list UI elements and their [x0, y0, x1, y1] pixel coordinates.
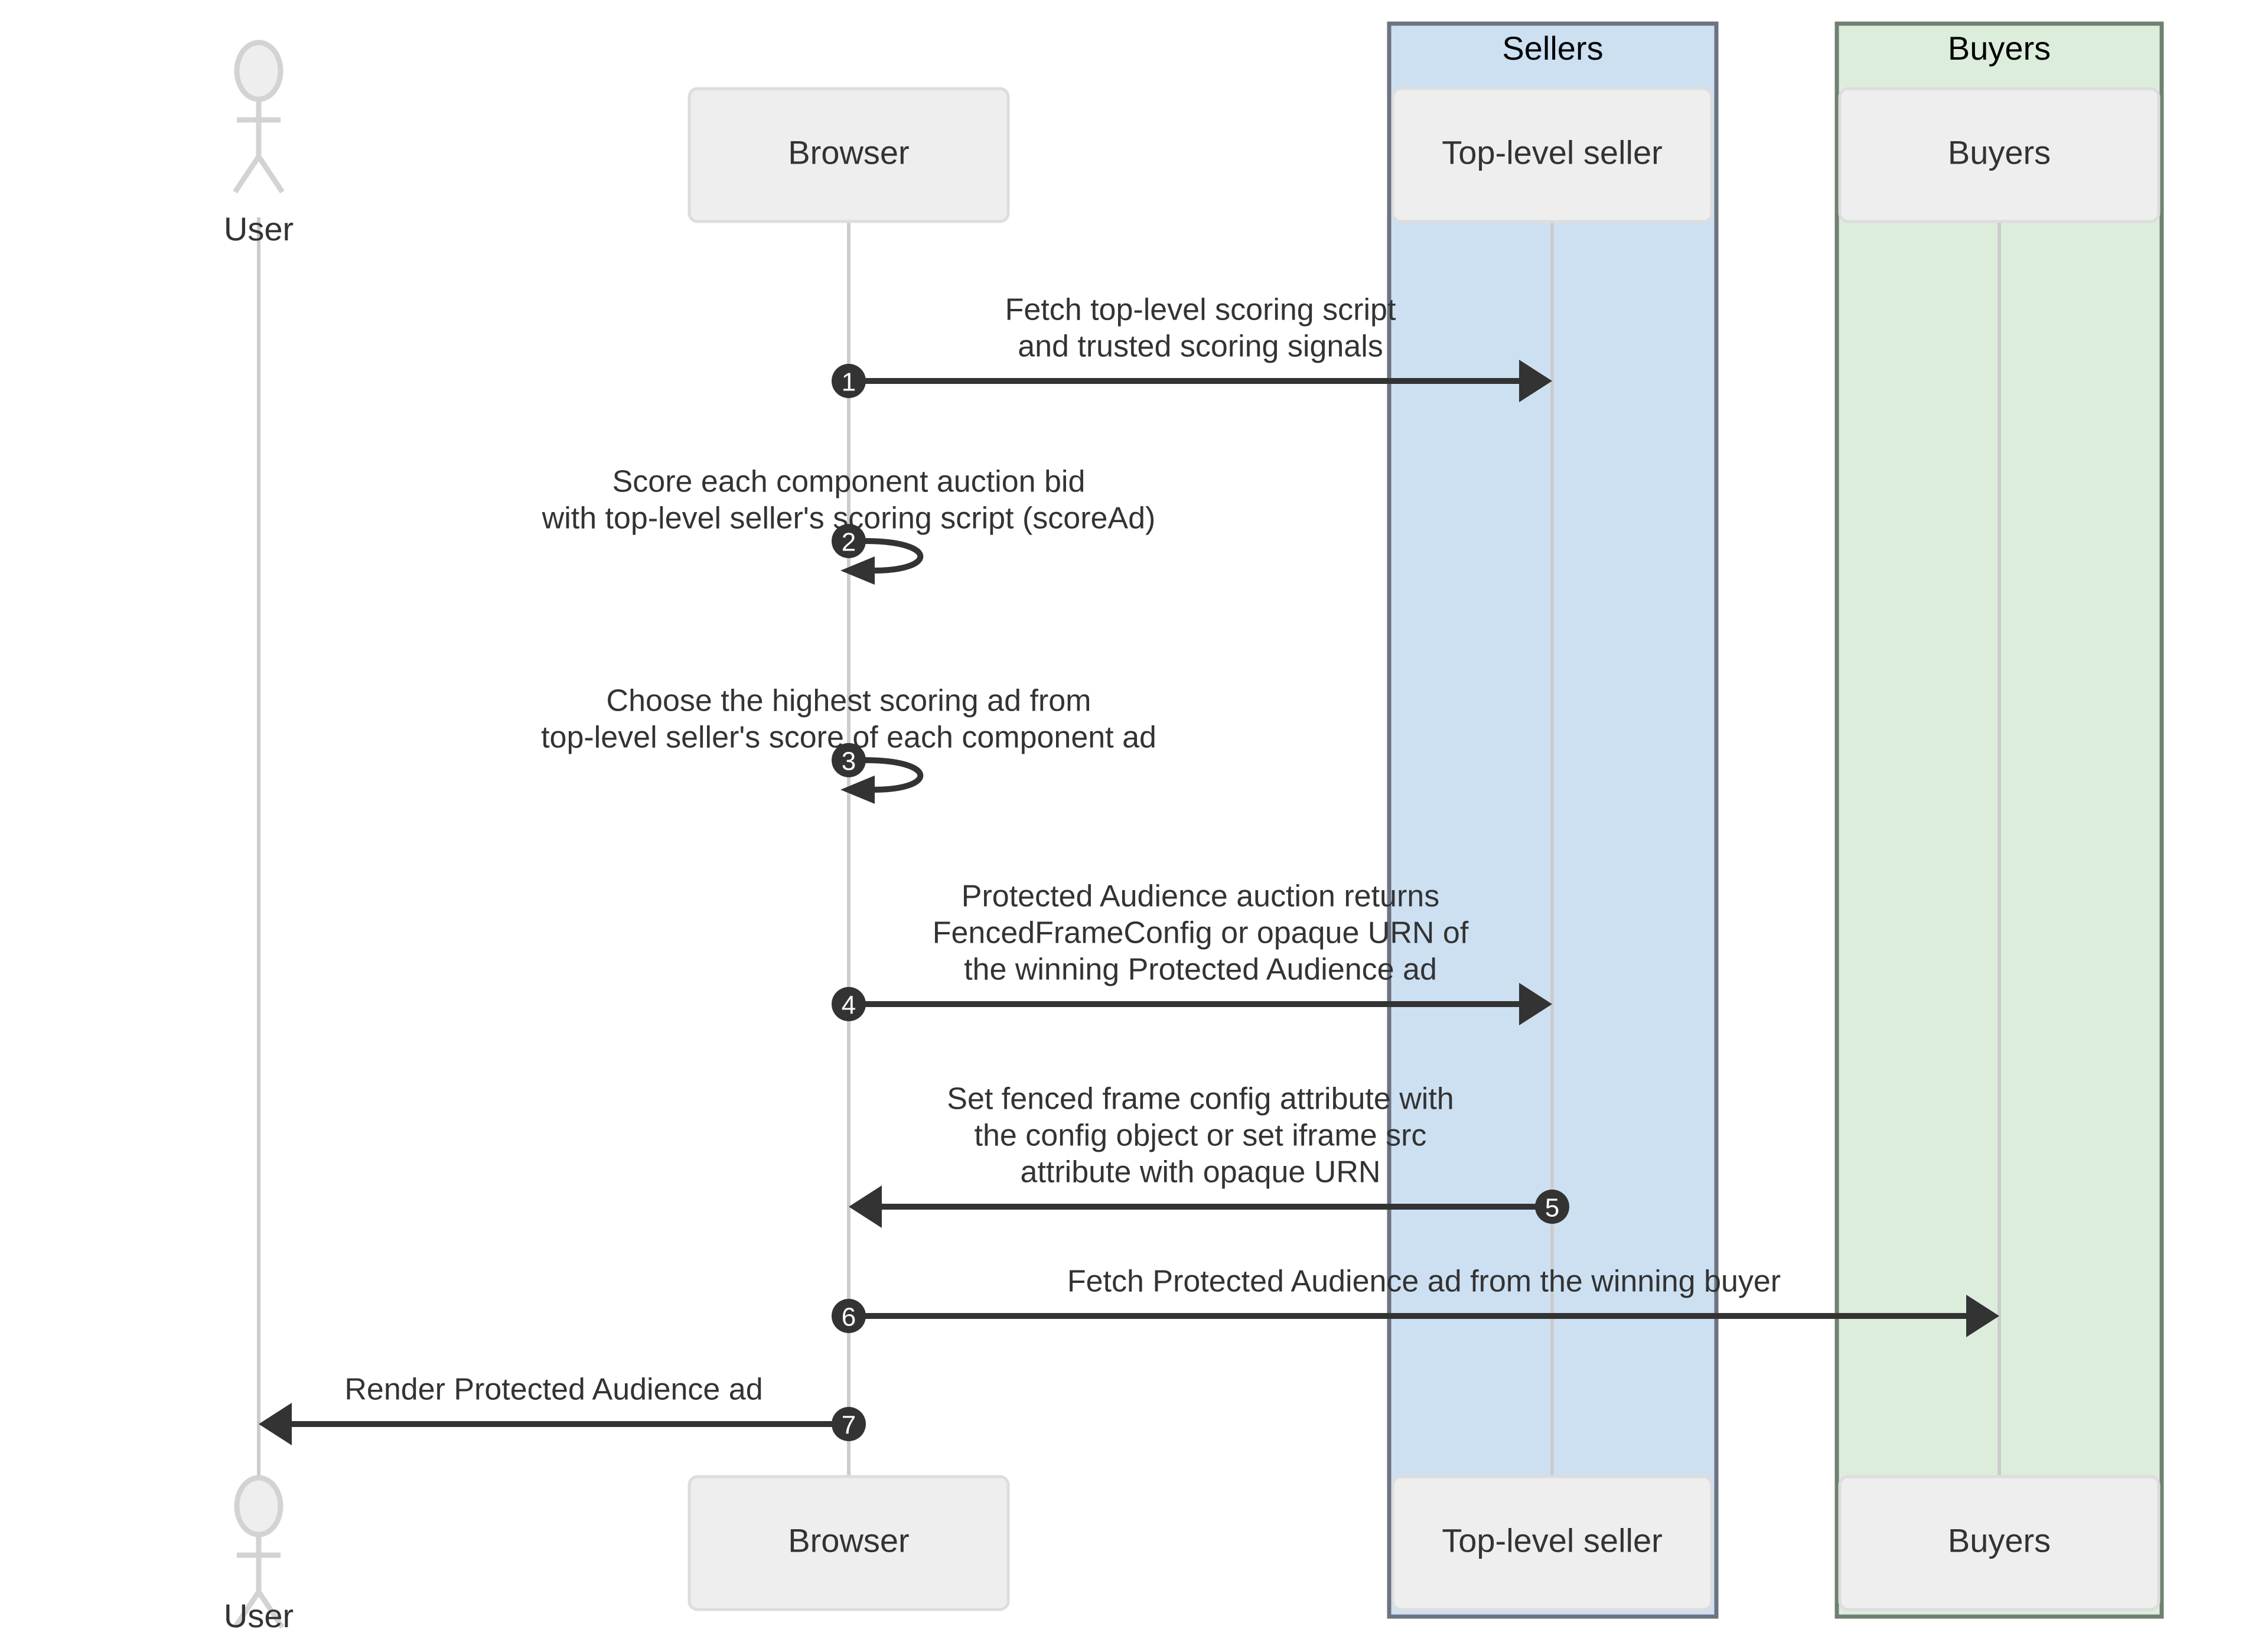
- sequence-badge-1: [832, 364, 866, 398]
- participant-browser-bottom[interactable]: Browser: [687, 1475, 1010, 1611]
- actor-body-icon: [233, 1535, 285, 1629]
- message-arrowhead-2: [840, 556, 875, 585]
- message-line-3: [865, 757, 924, 793]
- participant-box-browser[interactable]: [687, 1475, 1010, 1611]
- participant-label-seller: Top-level seller: [1442, 133, 1663, 171]
- participant-label-user: User: [224, 1597, 294, 1634]
- participant-seller-bottom[interactable]: Top-level seller: [1391, 1475, 1713, 1611]
- participant-label-browser: Browser: [788, 1522, 909, 1559]
- participant-box-buyers[interactable]: [1838, 1475, 2161, 1611]
- sequence-number-3: 3: [842, 747, 856, 776]
- message-label-7: Render Protected Audience ad: [344, 1373, 762, 1407]
- message-5: Set fenced frame config attribute withth…: [849, 1082, 1569, 1228]
- lifelines: [257, 217, 2001, 1477]
- participant-seller-top[interactable]: Top-level seller: [1391, 87, 1713, 223]
- message-label-6: Fetch Protected Audience ad from the win…: [1067, 1265, 1781, 1299]
- message-label-5: Set fenced frame config attribute with: [947, 1082, 1454, 1116]
- message-line-2: [865, 538, 924, 574]
- message-arrowhead-5: [849, 1185, 882, 1228]
- sequence-number-5: 5: [1545, 1194, 1559, 1223]
- participant-box-seller[interactable]: [1391, 87, 1713, 223]
- message-arrowhead-4: [1519, 983, 1552, 1025]
- sequence-badge-4: [832, 987, 866, 1021]
- message-7: Render Protected Audience ad 7: [259, 1373, 866, 1445]
- sequence-number-6: 6: [842, 1303, 856, 1332]
- message-3: Choose the highest scoring ad fromtop-le…: [541, 684, 1156, 804]
- participant-label-buyers: Buyers: [1948, 1522, 2051, 1559]
- group-buyers-label: Buyers: [1948, 30, 2051, 67]
- message-label-1: Fetch top-level scoring script: [1005, 293, 1396, 327]
- message-6: Fetch Protected Audience ad from the win…: [832, 1265, 1999, 1337]
- participant-box-seller[interactable]: [1391, 1475, 1713, 1611]
- message-label-4: FencedFrameConfig or opaque URN of: [933, 916, 1469, 950]
- message-arrowhead-1: [1519, 360, 1552, 402]
- participant-buyers-bottom[interactable]: Buyers: [1838, 1475, 2161, 1611]
- message-label-4: the winning Protected Audience ad: [964, 953, 1437, 987]
- actor-body-icon: [233, 99, 285, 194]
- message-label-5: attribute with opaque URN: [1021, 1155, 1381, 1190]
- participant-label-seller: Top-level seller: [1442, 1522, 1663, 1559]
- participant-browser-top[interactable]: Browser: [687, 87, 1010, 223]
- message-label-2: Score each component auction bid: [612, 465, 1086, 499]
- message-arrowhead-7: [259, 1403, 292, 1445]
- actor-user-bottom[interactable]: User: [224, 1475, 294, 1634]
- sequence-number-1: 1: [842, 368, 856, 397]
- sequence-badge-6: [832, 1299, 866, 1333]
- sequence-badge-5: [1535, 1190, 1569, 1224]
- sequence-number-4: 4: [842, 991, 856, 1020]
- sequence-badge-7: [832, 1407, 866, 1441]
- message-4: Protected Audience auction returnsFenced…: [832, 879, 1552, 1025]
- sequence-number-7: 7: [842, 1411, 856, 1440]
- participant-label-browser: Browser: [788, 133, 909, 171]
- group-sellers-label: Sellers: [1502, 30, 1603, 67]
- message-label-4: Protected Audience auction returns: [962, 879, 1439, 914]
- actor-head-icon: [234, 40, 284, 102]
- participant-label-buyers: Buyers: [1948, 133, 2051, 171]
- participant-box-buyers[interactable]: [1838, 87, 2161, 223]
- sequence-badge-2: [832, 524, 866, 558]
- participant-buyers-top[interactable]: Buyers: [1838, 87, 2161, 223]
- actor-head-icon: [234, 1475, 284, 1537]
- participant-box-browser[interactable]: [687, 87, 1010, 223]
- message-label-5: the config object or set iframe src: [975, 1119, 1427, 1153]
- sequence-badge-3: [832, 743, 866, 777]
- message-arrowhead-6: [1966, 1295, 1999, 1337]
- message-label-3: Choose the highest scoring ad from: [607, 684, 1091, 718]
- participant-label-user: User: [224, 210, 294, 247]
- actor-user-top[interactable]: User: [224, 40, 294, 247]
- message-arrowhead-3: [840, 776, 875, 804]
- sequence-number-2: 2: [842, 528, 856, 557]
- message-label-1: and trusted scoring signals: [1018, 330, 1383, 364]
